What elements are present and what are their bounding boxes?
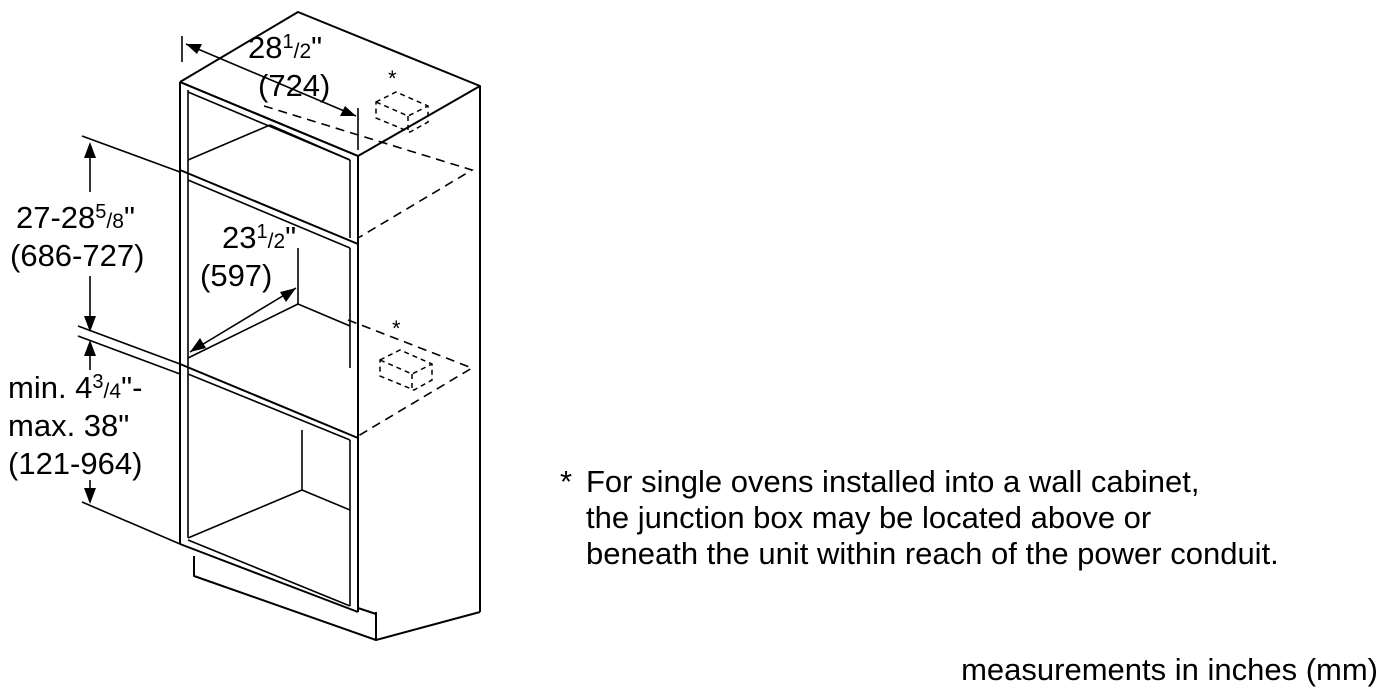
depth-metric: (597) <box>200 258 272 293</box>
cabinet-drawing: * * <box>179 11 481 641</box>
footnote-line-3: beneath the unit within reach of the pow… <box>586 536 1279 571</box>
wall-outline-upper <box>263 105 474 239</box>
depth-dimension-line <box>189 287 297 353</box>
wall-outline-middle <box>347 319 474 437</box>
footnote-star: * <box>560 464 572 499</box>
junction-box-lower <box>379 349 433 391</box>
footnote-line-1: For single ovens installed into a wall c… <box>586 464 1199 499</box>
dimension-lines <box>77 36 359 545</box>
label-depth: 231/2" (597) <box>200 220 296 293</box>
svg-text:231/2": 231/2" <box>222 220 296 255</box>
footnote: * For single ovens installed into a wall… <box>560 464 1279 571</box>
floor-height-prefix: min. 4 <box>8 370 92 405</box>
floor-height-line2: max. 38" <box>8 408 129 443</box>
svg-text:min. 43/4"-: min. 43/4"- <box>8 370 142 405</box>
label-width: 281/2" (724) <box>248 30 330 103</box>
junction-marker-lower: * <box>392 316 401 341</box>
opening-height-whole: 27-28 <box>16 200 95 235</box>
label-opening-height: 27-285/8" (686-727) <box>10 200 144 273</box>
units-note: measurements in inches (mm) <box>961 652 1378 687</box>
floor-height-metric: (121-964) <box>8 446 142 481</box>
svg-text:27-285/8": 27-285/8" <box>16 200 135 235</box>
toe-kick <box>193 556 377 641</box>
footnote-line-2: the junction box may be located above or <box>586 500 1151 535</box>
upper-shelf <box>179 169 359 245</box>
opening-height-metric: (686-727) <box>10 238 144 273</box>
oven-shelf <box>179 363 359 439</box>
junction-box-upper <box>375 91 429 133</box>
svg-text:281/2": 281/2" <box>248 30 322 65</box>
width-metric: (724) <box>258 68 330 103</box>
depth-whole: 23 <box>222 220 256 255</box>
junction-marker-upper: * <box>388 66 397 91</box>
width-dimension-line <box>185 43 357 117</box>
width-whole: 28 <box>248 30 282 65</box>
label-floor-height: min. 43/4"- max. 38" (121-964) <box>8 370 142 481</box>
